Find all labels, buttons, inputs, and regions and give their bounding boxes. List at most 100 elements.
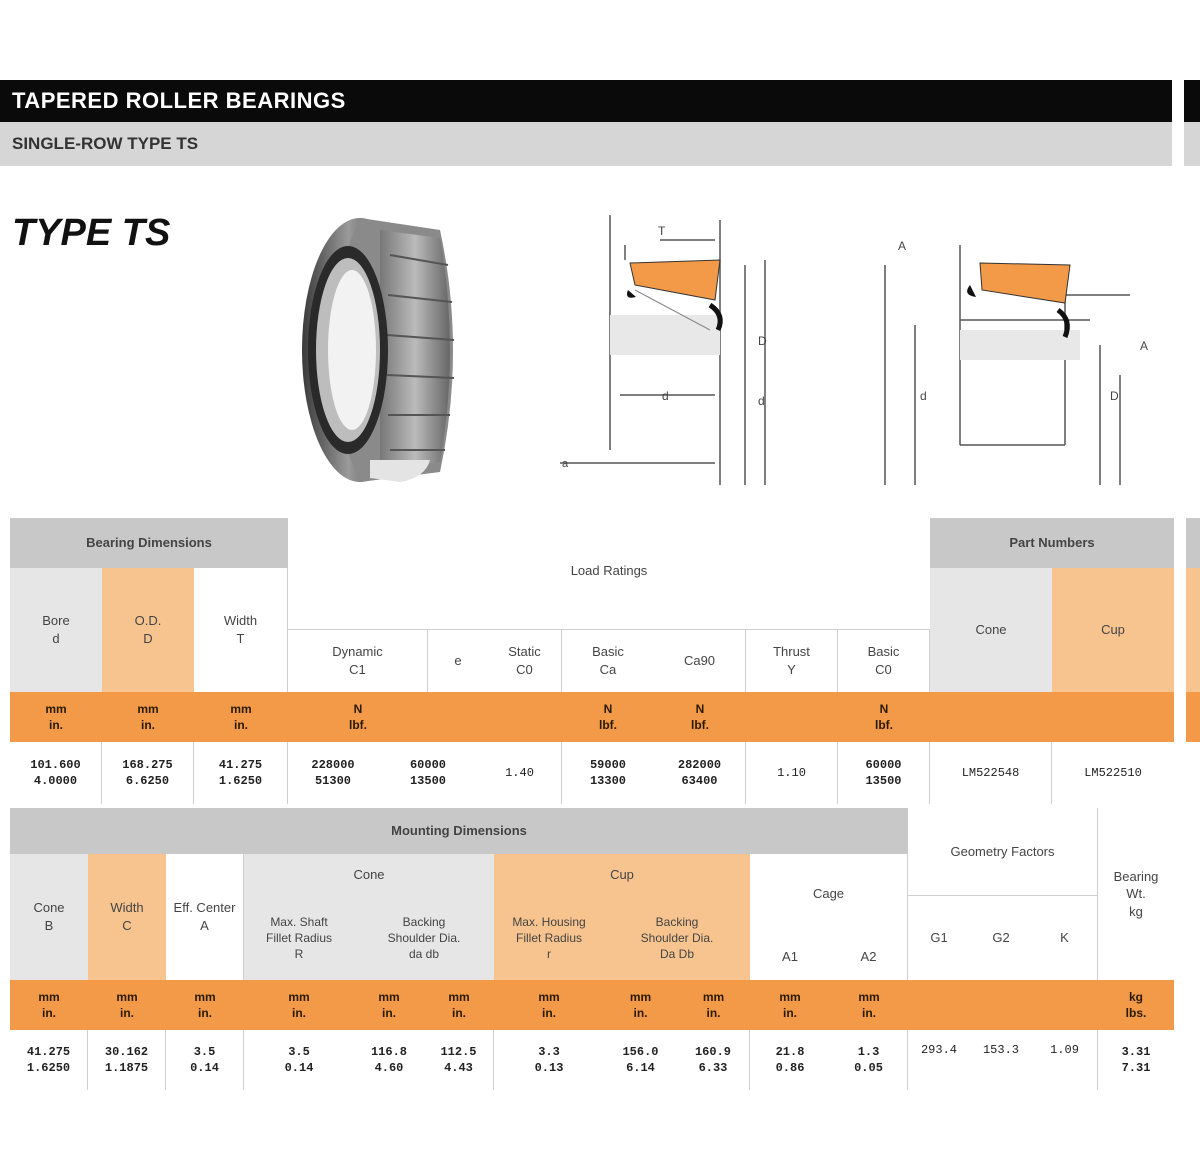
cell-dynamic: 228000 51300 [311, 757, 355, 788]
cell2-g2: 153.3 [982, 1043, 1019, 1057]
group-bearing-dimensions: Bearing Dimensions [10, 518, 288, 568]
page-subheader: SINGLE-ROW TYPE TS [0, 122, 1172, 166]
units-row [10, 692, 1174, 742]
cell-cup: LM522510 [1084, 765, 1142, 780]
mounting-diagram: A A d D [884, 239, 1148, 485]
header-edge [1184, 80, 1200, 122]
unit2-db: mm in. [448, 989, 470, 1020]
unit2-da: mm in. [378, 989, 400, 1020]
col-k: K [1032, 896, 1098, 980]
col-od: O.D. D [102, 568, 194, 692]
svg-text:a: a [562, 458, 569, 470]
col-width: Width T [194, 568, 288, 692]
subheader-edge [1184, 122, 1200, 166]
svg-text:A: A [898, 239, 906, 253]
unit-bore: mm in. [45, 701, 67, 732]
group-cone: Cone [244, 854, 494, 896]
unit2-Db: mm in. [702, 989, 725, 1020]
unit2-Da: mm in. [629, 989, 652, 1020]
svg-text:d: d [920, 389, 927, 403]
cell-thrust: 1.10 [746, 742, 838, 804]
cell2-cone-rad: 3.5 0.14 [284, 1044, 314, 1075]
col-a2: A2 [830, 934, 908, 980]
col-bearing-wt: Bearing Wt. kg [1098, 808, 1174, 980]
unit2-cone-width: mm in. [38, 989, 60, 1020]
group-cup: Cup [494, 854, 750, 896]
unit-od: mm in. [137, 701, 159, 732]
cell-od: 168.275 6.6250 [102, 742, 194, 804]
cross-section-diagram: T D d d a [560, 215, 767, 485]
cell2-da: 116.8 4.60 [370, 1044, 407, 1075]
cell-cone: LM522548 [930, 742, 1052, 804]
page-header: TAPERED ROLLER BEARINGS [0, 80, 1172, 122]
cell-bore: 101.600 4.0000 [10, 742, 102, 804]
cell2-g1: 293.4 [920, 1043, 957, 1057]
units-edge [1186, 692, 1200, 742]
unit-width: mm in. [230, 701, 252, 732]
cell-e: 1.40 [478, 742, 562, 804]
cell2-a2: 1.3 0.05 [830, 1030, 908, 1090]
group-load-ratings: Load Ratings [288, 518, 930, 630]
unit-ca90: N lbf. [691, 701, 709, 732]
cell2-cup-rad: 3.3 0.13 [534, 1044, 564, 1075]
col-cone-backing: Backing Shoulder Dia. da db [354, 896, 494, 980]
cell2-cup-width: 30.162 1.1875 [88, 1030, 166, 1090]
col-dynamic: Dynamic C1 [288, 630, 428, 692]
cell2-cone-width: 41.275 1.6250 [10, 1030, 88, 1090]
col-bore: Bore d [10, 568, 102, 692]
group-mounting-dimensions: Mounting Dimensions [10, 808, 908, 854]
col-cup: Cup [1052, 568, 1174, 692]
svg-text:D: D [758, 334, 767, 348]
group-edge [1186, 518, 1200, 568]
col-cage: Cage [750, 854, 908, 934]
svg-text:T: T [658, 224, 666, 238]
unit2-a1: mm in. [779, 989, 801, 1020]
cell2-a1: 21.8 0.86 [775, 1044, 805, 1075]
col-g2: G2 [970, 896, 1032, 980]
svg-text:A: A [1140, 339, 1148, 353]
unit-basic-ca: N lbf. [599, 701, 617, 732]
bearing-illustration [302, 218, 455, 482]
unit2-cone-rad: mm in. [288, 989, 310, 1020]
cell-basic-c0: 60000 13500 [838, 742, 930, 804]
dimensions-table: Bearing Dimensions Load Ratings Part Num… [10, 518, 1200, 808]
unit2-cup-rad: mm in. [538, 989, 560, 1020]
cell2-wt: 3.31 7.31 [1121, 1044, 1151, 1075]
col-e: e [428, 630, 488, 692]
unit2-wt: kg lbs. [1125, 989, 1147, 1020]
col-a1: A1 [750, 934, 830, 980]
unit-basic-c0: N lbf. [875, 701, 893, 732]
mounting-table: Mounting Dimensions Geometry Factors Bea… [10, 808, 1200, 1093]
unit2-cup-width: mm in. [116, 989, 138, 1020]
col-cup-radius: Max. Housing Fillet Radius r [494, 896, 604, 980]
svg-text:d: d [758, 394, 765, 408]
col-thrust: Thrust Y [746, 630, 838, 692]
units-row-2 [10, 980, 1174, 1030]
group-part-numbers: Part Numbers [930, 518, 1174, 568]
group-geometry-factors: Geometry Factors [908, 808, 1098, 896]
col-cup-width: Width C [88, 854, 166, 980]
svg-text:d: d [662, 389, 669, 403]
section-title: TYPE TS [12, 212, 171, 254]
col-static: Static C0 [488, 630, 562, 692]
col-cone-radius: Max. Shaft Fillet Radius R [244, 896, 354, 980]
cell2-Da: 156.0 6.14 [622, 1044, 659, 1075]
cell2-db: 112.5 4.43 [424, 1030, 494, 1090]
cell2-Db: 160.9 6.33 [677, 1030, 750, 1090]
cell2-k: 1.09 [1032, 1030, 1098, 1090]
svg-text:D: D [1110, 389, 1119, 403]
unit-dynamic: N lbf. [349, 701, 367, 732]
col-cone: Cone [930, 568, 1052, 692]
cell-width: 41.275 1.6250 [194, 742, 288, 804]
col-cone-width: Cone B [10, 854, 88, 980]
col-edge [1186, 568, 1200, 692]
col-eff-center: Eff. Center A [166, 854, 244, 980]
unit2-eff: mm in. [194, 989, 216, 1020]
col-g1: G1 [908, 896, 970, 980]
col-basic-c0: Basic C0 [838, 630, 930, 692]
cell-static: 60000 13500 [409, 757, 446, 788]
col-cup-backing: Backing Shoulder Dia. Da Db [604, 896, 750, 980]
cell2-eff: 3.5 0.14 [166, 1030, 244, 1090]
cell-ca90: 59000 13300 [589, 757, 626, 788]
unit2-a2: mm in. [858, 989, 880, 1020]
